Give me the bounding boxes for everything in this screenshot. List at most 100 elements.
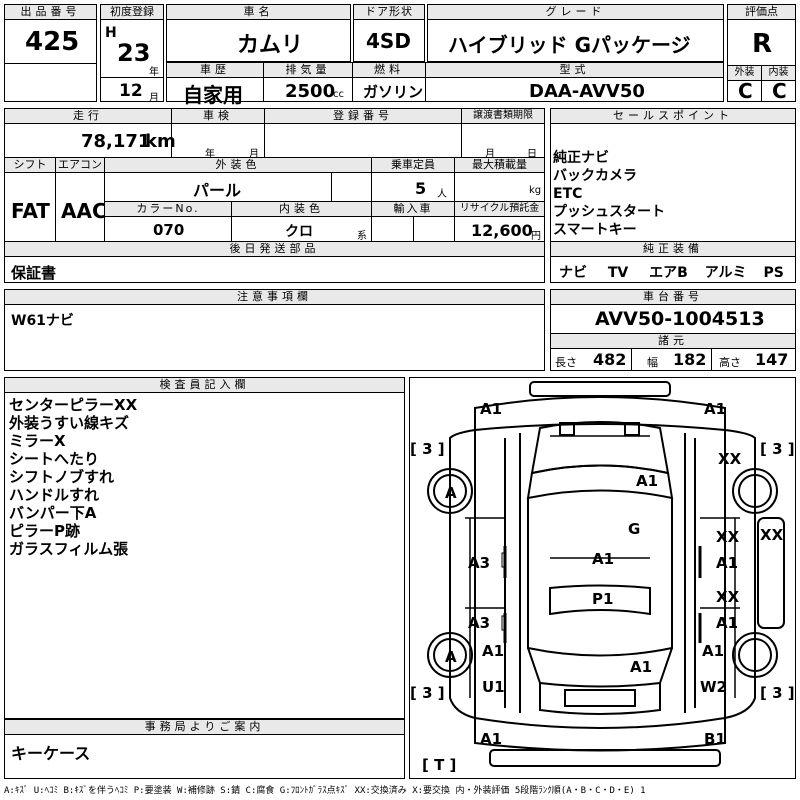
equipment-item: エアB <box>649 265 688 281</box>
equipment-item: PS <box>763 265 784 281</box>
later-parts: 保証書 <box>11 264 57 282</box>
rear-left-damage: A1 <box>480 730 503 748</box>
left-rear-bumper-damage: U1 <box>482 678 505 696</box>
width: 182 <box>673 350 707 369</box>
left-rear-wheel-damage: A <box>445 648 457 666</box>
spare-tire-bracket: [ T ] <box>422 756 457 774</box>
door-box: ドア形状 4SD <box>353 4 425 62</box>
displacement-label: 排気量 <box>264 63 352 78</box>
tire-fr: 3 <box>772 440 783 458</box>
first-reg-box: 初度登録 H 23 年 12 月 <box>100 4 164 104</box>
inspector-label: 検査員記入欄 <box>5 378 404 393</box>
score: R <box>752 29 773 59</box>
office-box: 事務局よりご案内 キーケース <box>4 719 405 779</box>
roof-rear-damage: P1 <box>592 590 614 608</box>
load-label: 最大積載量 <box>455 158 544 173</box>
mileage-label: 走行 <box>5 109 171 124</box>
length-label: 長さ <box>555 356 577 369</box>
inspector-item: ミラーX <box>9 432 66 450</box>
hood-damage: A1 <box>636 472 659 490</box>
door-type: 4SD <box>366 29 411 53</box>
sales-point-item: バックカメラ <box>553 168 637 184</box>
inspector-list: センターピラーXX 外装うすい線キズ ミラーX シートへたり シフトノブすれ ハ… <box>9 396 137 558</box>
car-outline-diagram <box>427 381 785 767</box>
lot-box: 出品番号 425 <box>4 4 97 102</box>
month-unit: 月 <box>149 93 159 104</box>
right-rear-door-damage: A1 <box>716 614 739 632</box>
capacity: 5 <box>415 179 427 198</box>
notes-text: W61ナビ <box>11 313 74 329</box>
right-front-door-top-damage: XX <box>716 528 740 546</box>
left-front-door-damage: A3 <box>468 554 491 572</box>
vehicle-info-box: 走行 車検 登録番号 譲渡書類期限 78,171 km 年 月 月 日 シフト … <box>4 108 545 242</box>
equipment-list: ナビ TV エアB アルミ PS PW <box>559 262 800 282</box>
left-front-wheel-damage: A <box>445 484 457 502</box>
history: 自家用 <box>183 83 243 107</box>
inspector-item: 外装うすい線キズ <box>9 414 130 432</box>
tire-rl: 3 <box>422 684 433 702</box>
model-label: 型式 <box>426 63 723 78</box>
year-unit: 年 <box>149 67 159 78</box>
right-front-fender-damage: XX <box>718 450 742 468</box>
int-score: C <box>772 79 787 103</box>
office-text: キーケース <box>11 744 91 763</box>
recycle-amount: 12,600 <box>471 221 533 240</box>
sales-point-item: 純正ナビ <box>553 150 609 166</box>
displacement: 2500 <box>285 81 336 102</box>
height: 147 <box>755 350 789 369</box>
score-box: 評価点 R 外装 内装 C C <box>727 4 796 103</box>
door-label: ドア形状 <box>354 5 424 20</box>
right-rear-fender-damage: A1 <box>702 642 725 660</box>
shift-label: シフト <box>5 158 55 173</box>
chassis-number: AVV50-1004513 <box>595 308 765 330</box>
right-rear-door-top-damage: XX <box>716 588 740 606</box>
notes-label: 注意事項欄 <box>5 290 544 305</box>
sales-point-box: セールスポイント 純正ナビ バックカメラ ETC プッシュスタート スマートキー <box>550 108 796 242</box>
interior-color: クロ <box>285 224 313 240</box>
tire-fl-bracket: [ 3 ] <box>410 440 445 458</box>
inspector-item: ハンドルすれ <box>9 486 100 504</box>
legend: A:ｷｽﾞ U:ﾍｺﾐ B:ｷｽﾞを伴うﾍｺﾐ P:要塗装 W:補修跡 S:錆 … <box>4 786 646 796</box>
color-label: 外装色 <box>105 158 371 173</box>
tire-fr-bracket: [ 3 ] <box>760 440 795 458</box>
ac-label: エアコン <box>56 158 104 173</box>
sales-point-item: スマートキー <box>553 222 637 238</box>
history-label: 車歴 <box>167 63 263 78</box>
transfer-label: 譲渡書類期限 <box>462 109 544 124</box>
ext-score: C <box>738 79 753 103</box>
grade: ハイブリッド Gパッケージ <box>448 33 691 57</box>
right-front-door-damage: A1 <box>716 554 739 572</box>
interior-color-unit: 系 <box>357 231 367 242</box>
inspector-item: バンパー下A <box>9 504 97 522</box>
mileage-unit: km <box>145 131 176 152</box>
inspector-item: センターピラーXX <box>9 396 138 414</box>
equipment-label: 純正装備 <box>551 242 795 257</box>
sales-point-item: ETC <box>553 186 583 202</box>
inspection-label: 車検 <box>172 109 264 124</box>
front-left-damage: A1 <box>480 400 503 418</box>
first-reg-year: 23 <box>117 39 151 67</box>
right-pillar-damage: XX <box>760 526 784 544</box>
sales-point-list: 純正ナビ バックカメラ ETC プッシュスタート スマートキー <box>553 149 665 239</box>
grade-label: グレード <box>428 5 723 20</box>
era: H <box>105 25 117 41</box>
model: DAA-AVV50 <box>529 81 645 102</box>
equipment-item: ナビ <box>559 265 587 281</box>
tire-rl-bracket: [ 3 ] <box>410 684 445 702</box>
load-unit: kg <box>529 185 542 196</box>
damage-diagram: A1 A1 [ 3 ] [ 3 ] XX A1 A G XX XX A1 A3 … <box>409 377 796 779</box>
first-reg-label: 初度登録 <box>101 5 163 20</box>
transfer-day-unit: 日 <box>527 149 537 160</box>
length: 482 <box>593 350 627 369</box>
left-rear-door-damage: A3 <box>468 614 491 632</box>
grade-box: グレード ハイブリッド Gパッケージ <box>427 4 724 62</box>
regno-label: 登録番号 <box>265 109 461 124</box>
office-label: 事務局よりご案内 <box>5 720 404 735</box>
front-right-damage: A1 <box>704 400 727 418</box>
displacement-unit: cc <box>333 89 344 100</box>
right-rear-bumper-damage: W2 <box>700 678 727 696</box>
roof-front-damage: G <box>628 520 641 538</box>
color-no: 070 <box>153 221 185 239</box>
capacity-label: 乗車定員 <box>372 158 454 173</box>
width-label: 幅 <box>647 356 658 369</box>
